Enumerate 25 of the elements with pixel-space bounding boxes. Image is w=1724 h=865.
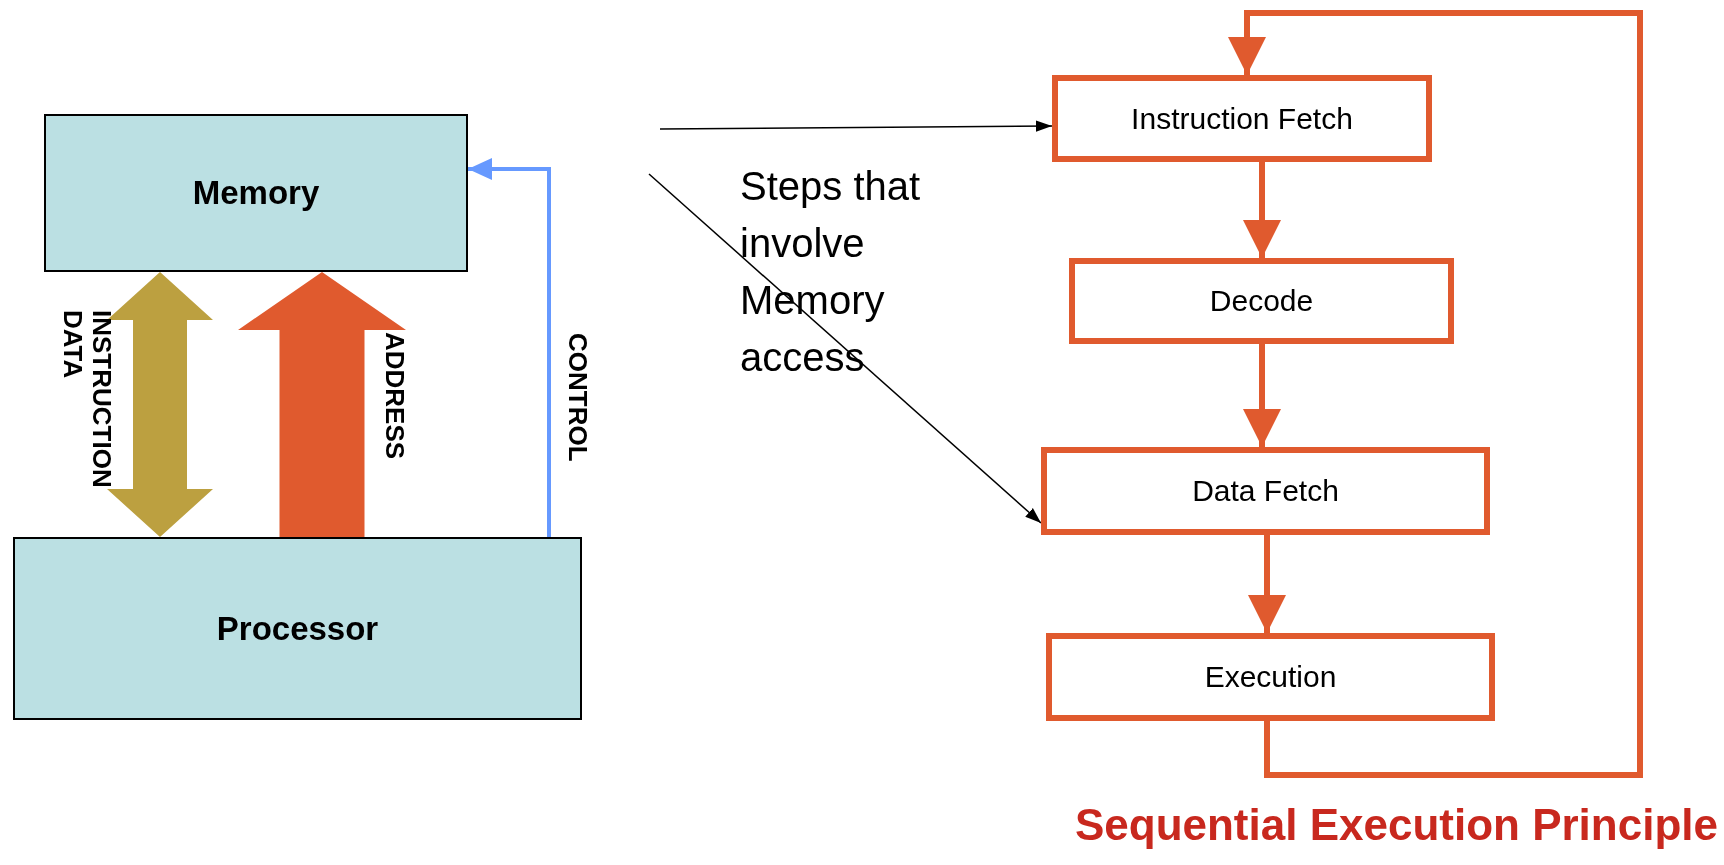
process-box [1046,633,1495,721]
arrow [1248,535,1286,633]
arrow [648,173,1042,524]
process-box [1041,447,1490,535]
node-label: Processor [216,609,379,648]
edge-label: CONTROL [562,333,592,464]
node-label: Decode [1209,284,1314,318]
arrow [1243,162,1281,258]
arrow [1228,10,1643,778]
node-label: Data Fetch [1192,474,1339,508]
arrow [1243,344,1281,447]
arrow [659,120,1053,132]
process-box [1069,258,1454,344]
unit-box [44,114,468,272]
arrow [468,158,551,537]
process-box [1052,75,1432,162]
edge-label: ADDRESS [379,332,409,462]
node-label: Memory [192,174,320,212]
block-arrow [238,272,406,537]
edge-label: INSTRUCTION DATA [58,310,116,490]
block-arrow [107,272,213,537]
node-label: Instruction Fetch [1131,101,1353,136]
node-label: Execution [1204,660,1337,694]
title: Sequential Execution Principle [1074,800,1718,850]
unit-box [13,537,582,720]
